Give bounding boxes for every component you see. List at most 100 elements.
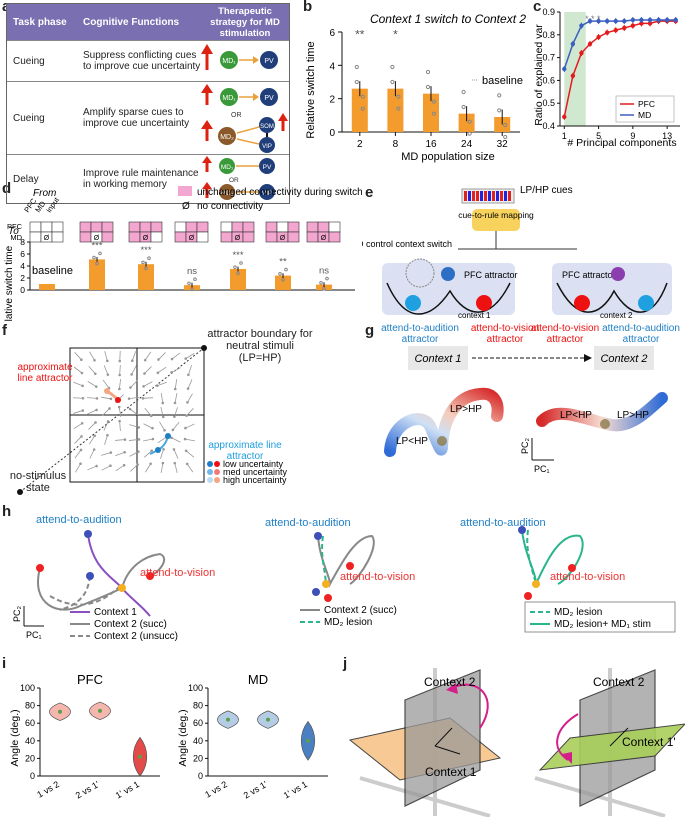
table-row: Delay Improve rule maintenance in workin… bbox=[7, 154, 289, 203]
y-tick-label: 80 bbox=[193, 701, 203, 711]
conn-cell bbox=[242, 231, 255, 243]
flow-arrow-head bbox=[173, 401, 177, 405]
flow-arrow bbox=[144, 450, 152, 458]
flow-arrow bbox=[129, 408, 139, 416]
pv-label: PV bbox=[263, 164, 272, 171]
flow-arrow-head bbox=[81, 396, 85, 400]
empty-symbol: Ø bbox=[143, 235, 149, 242]
flow-arrow bbox=[174, 407, 178, 417]
md2-node bbox=[218, 126, 236, 145]
data-point bbox=[190, 287, 194, 292]
data-point bbox=[193, 277, 197, 281]
flow-arrow bbox=[157, 366, 167, 374]
data-point bbox=[98, 251, 102, 256]
diagram-j: Context 2 Context 1 Context 2 Context 1' bbox=[348, 668, 685, 817]
f-line-red: approximate line attractor bbox=[17, 362, 73, 384]
md1-label: MD₁ bbox=[221, 164, 234, 171]
y-tick-label: 6 bbox=[20, 249, 25, 259]
flow-arrow bbox=[87, 409, 97, 415]
md2-node bbox=[219, 183, 235, 200]
panel-letter-j: j bbox=[343, 655, 348, 672]
conn-cell bbox=[128, 221, 141, 233]
flow-arrow-head bbox=[93, 372, 97, 376]
e-vis-label-1: attend-to-vision attractor bbox=[470, 323, 540, 345]
h-leg1-a: Context 1 bbox=[94, 607, 137, 618]
empty-symbol: Ø bbox=[235, 235, 241, 242]
flow-arrow-head bbox=[128, 407, 132, 411]
pv-label: PV bbox=[264, 95, 274, 102]
pv-node bbox=[260, 87, 278, 106]
chart-d: From To PFC MD input PFC MD unchanged co… bbox=[4, 186, 362, 322]
strategy-diagram: MD₁ PV OR MD₂ VIP bbox=[202, 155, 275, 200]
flow-arrow-head bbox=[130, 373, 133, 376]
y-tick-label: 0.9 bbox=[542, 7, 555, 17]
bar bbox=[138, 264, 154, 290]
sig-label: ns bbox=[319, 266, 329, 277]
sig-label: ns bbox=[187, 266, 197, 277]
bar bbox=[387, 88, 404, 132]
flow-arrow-head bbox=[137, 438, 141, 441]
x-tick-label: 32 bbox=[497, 139, 509, 150]
y-tick-label: 2 bbox=[20, 273, 25, 283]
flow-arrow-head bbox=[106, 373, 110, 376]
g-ctx1: Context 1 bbox=[414, 353, 461, 365]
header-function: Cognitive Functions bbox=[83, 16, 180, 28]
edge-arrow-icon bbox=[253, 55, 259, 64]
flow-arrow-head bbox=[142, 385, 145, 388]
data-point bbox=[354, 79, 359, 85]
panel-letter-h: h bbox=[2, 503, 12, 520]
row-function: Suppress conflicting cues to improve cue… bbox=[83, 50, 201, 72]
panel-letter-e: e bbox=[365, 184, 374, 201]
bar bbox=[275, 275, 291, 290]
flow-arrow bbox=[103, 365, 109, 375]
x-tick-label: 1 vs 2 bbox=[35, 779, 61, 800]
flow-arrow bbox=[101, 396, 111, 400]
flow-arrow-head bbox=[186, 387, 190, 390]
flow-arrow bbox=[114, 439, 126, 441]
data-point bbox=[233, 265, 237, 269]
median-point bbox=[58, 709, 62, 714]
md1-label: MD₁ bbox=[222, 58, 236, 65]
som-node bbox=[259, 116, 275, 133]
flow-arrow-head bbox=[157, 358, 160, 361]
data-point bbox=[396, 94, 401, 99]
strategy-diagram: MD₁ PV OR MD₂ SOM VIP bbox=[201, 83, 288, 153]
g-hp-2: LP>HP bbox=[617, 410, 649, 421]
conn-cell bbox=[150, 231, 163, 243]
mapping-label: cue-to-rule mapping bbox=[458, 210, 534, 220]
x-tick-label: 24 bbox=[461, 139, 473, 150]
h-vis-1: attend-to-vision bbox=[140, 567, 215, 579]
mapping-box bbox=[472, 209, 520, 231]
flow-arrow-head bbox=[183, 437, 187, 441]
empty-symbol: Ø bbox=[44, 235, 50, 242]
y-tick-label: 0.5 bbox=[542, 98, 555, 108]
conn-cell bbox=[101, 231, 114, 243]
flow-arrow-head bbox=[185, 414, 188, 417]
flow-arrow-head bbox=[185, 462, 189, 466]
g-ctx2: Context 2 bbox=[600, 353, 647, 365]
flow-arrow bbox=[87, 465, 97, 471]
cues-label: LP/HP cues bbox=[520, 185, 573, 196]
flow-arrow bbox=[171, 437, 181, 443]
empty-symbol: Ø bbox=[280, 235, 286, 242]
diagram-e: LP/HP cues cue-to-rule mapping MD contro… bbox=[362, 185, 672, 320]
pfc-attractor-2: PFC attractor bbox=[562, 270, 616, 280]
flow-arrow bbox=[74, 436, 82, 444]
h-leg3-b: MD₂ lesion+ MD₁ stim bbox=[554, 619, 651, 630]
conn-cell bbox=[128, 231, 141, 243]
table-row: Cueing Suppress conflicting cues to impr… bbox=[7, 40, 289, 81]
diagram-h: attend-to-audition attend-to-vision PC₂ … bbox=[12, 514, 676, 642]
flow-arrow-head bbox=[170, 436, 173, 440]
up-arrow-head-icon bbox=[201, 43, 213, 54]
row-function: Amplify sparse cues to improve cue uncer… bbox=[83, 107, 190, 129]
data-point bbox=[141, 260, 145, 265]
flow-arrow bbox=[73, 381, 83, 387]
pv-node bbox=[259, 157, 275, 174]
vip-node bbox=[259, 136, 275, 153]
flow-arrow bbox=[157, 436, 167, 444]
h-leg2-a: Context 2 (succ) bbox=[324, 605, 397, 616]
pv-node bbox=[260, 50, 278, 69]
flow-arrow bbox=[187, 393, 193, 403]
data-point bbox=[281, 278, 285, 282]
flow-arrow-head bbox=[161, 415, 165, 419]
